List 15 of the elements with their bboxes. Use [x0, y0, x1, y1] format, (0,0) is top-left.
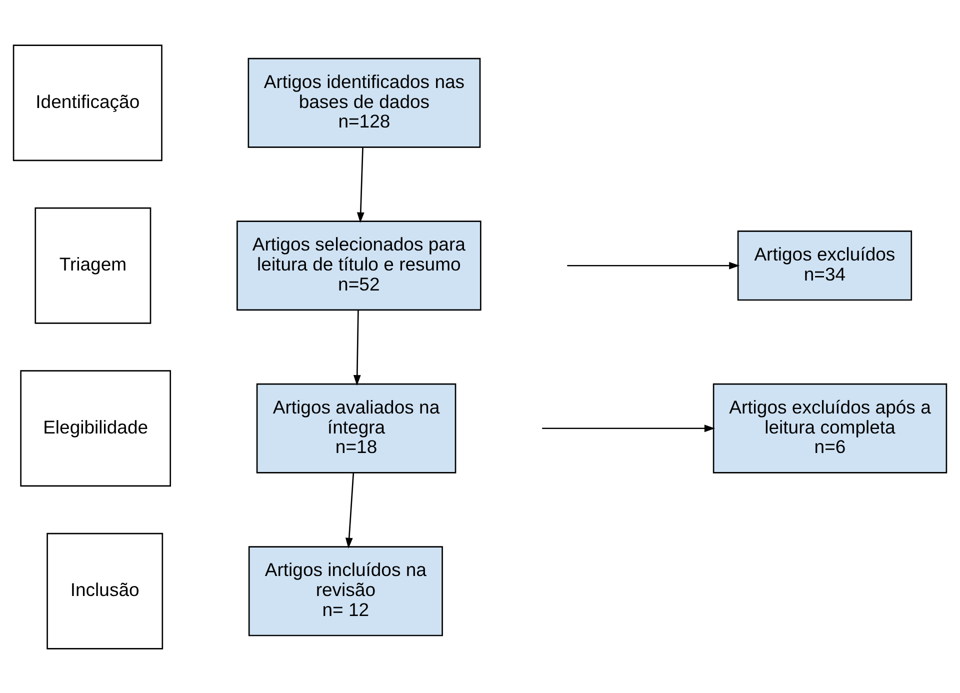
node-box: Triagem: [34, 206, 152, 324]
node-box: Artigos excluídos após a leitura completa n=6: [712, 382, 948, 473]
arrow: [567, 261, 740, 269]
arrow: [542, 424, 716, 432]
node-box: Artigos incluídos na revisão n= 12: [248, 546, 443, 636]
node-box: Elegibilidade: [20, 370, 172, 486]
node-box: Artigos selecionados para leitura de título e resumo n=52: [236, 220, 482, 310]
node-box: Artigos identificados nas bases de dados n=128: [248, 57, 481, 148]
node-box: Artigos excluídos n=34: [737, 230, 912, 300]
node-box: Inclusão: [46, 532, 164, 649]
node-box: Identificação: [12, 44, 162, 161]
node-box: Artigos avaliados na íntegra n=18: [256, 382, 456, 473]
arrow: [356, 146, 364, 222]
arrow: [345, 472, 354, 548]
arrow: [353, 310, 361, 386]
